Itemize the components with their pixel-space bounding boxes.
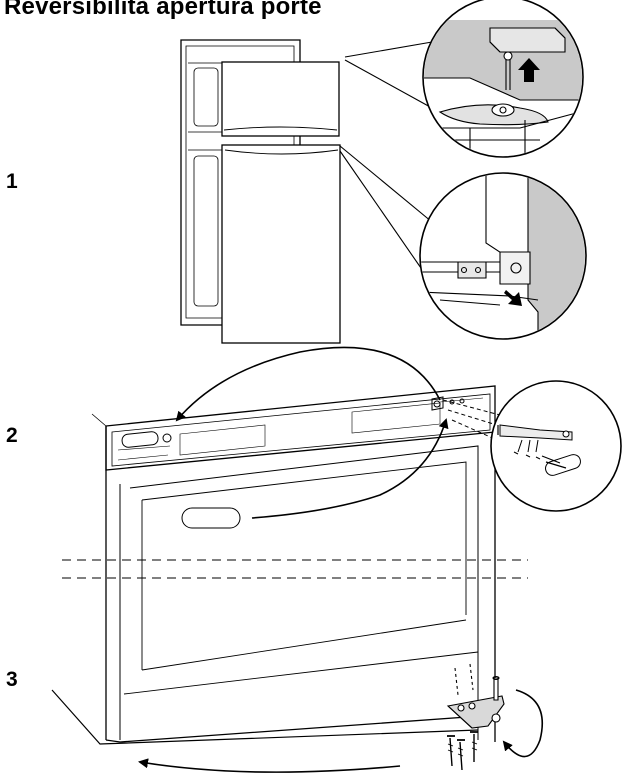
detail-leader-lines	[339, 41, 433, 285]
step-2-door-drawing	[51, 385, 528, 745]
step-2-arrows	[175, 346, 449, 519]
step-2-label: 2	[6, 424, 18, 447]
detail-circle-middle-hinge	[419, 172, 587, 340]
step-1-label: 1	[6, 170, 18, 193]
step-3-arrows	[138, 689, 544, 773]
step-2-hinge-bracket	[431, 396, 501, 441]
step-3-hinge-detail	[446, 663, 505, 771]
upper-door	[221, 61, 340, 137]
detail-circle-top-hinge	[422, 0, 584, 158]
detail-circle-bracket	[490, 380, 622, 512]
arrow-out-icon	[504, 290, 522, 306]
lower-door	[221, 144, 341, 344]
page-title: Reversibilità apertura porte	[4, 0, 322, 20]
arrow-up-icon	[518, 58, 540, 82]
step-1-fridge-drawing	[180, 39, 341, 344]
step-3-label: 3	[6, 668, 18, 691]
